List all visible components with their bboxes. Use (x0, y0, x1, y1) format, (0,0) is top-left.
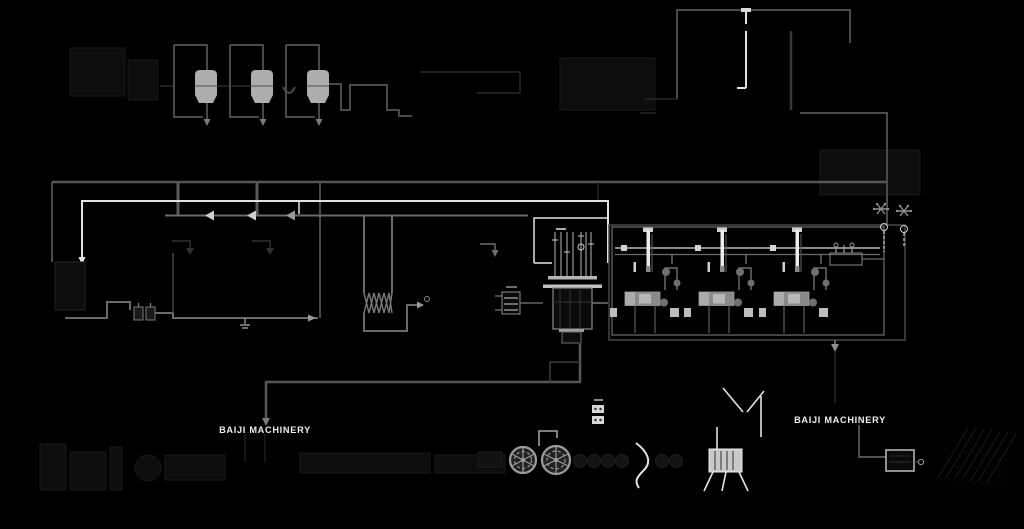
pump-unit-1 (610, 227, 681, 333)
flow-arrow-icon (286, 210, 295, 221)
striped-exchanger (495, 286, 543, 315)
white-loop-lines (78, 200, 609, 265)
nozzle-ticks (552, 235, 594, 253)
feed-tank-3 (285, 44, 329, 126)
instrument-stars (872, 202, 913, 252)
gear-wheel-icon (508, 445, 538, 475)
header-node (695, 245, 701, 251)
flow-arrow-icon (205, 210, 214, 221)
white-pipe (646, 230, 650, 267)
coupling-icon (660, 298, 668, 307)
header-node (770, 245, 776, 251)
drain-line (262, 344, 582, 426)
bottom-left-ghosts (39, 434, 506, 491)
brand-label-right: BAIJI MACHINERY (794, 415, 886, 425)
flow-arrow-icon (417, 301, 424, 309)
feed-tank-2 (229, 44, 273, 126)
white-down-arrow-icon (78, 257, 86, 265)
hopper-box (708, 448, 743, 473)
asterisk-cluster-icon (895, 204, 913, 247)
nozzle-fittings (172, 240, 499, 257)
flow-arrow-icon (308, 314, 316, 322)
twin-valve-icon (133, 303, 156, 321)
reactor-body (552, 287, 593, 330)
pump-unit-2 (684, 227, 755, 333)
hopper-chute (703, 387, 765, 492)
sight-glass-icon (577, 243, 585, 251)
valve-icon (736, 268, 744, 276)
drain-arrow-icon (203, 119, 211, 126)
valve-icon (822, 279, 830, 287)
bottom-flange (559, 329, 584, 332)
valve-icon (811, 268, 819, 276)
left-drain-circuit (54, 253, 318, 329)
ground-symbol-icon (240, 318, 250, 329)
white-pipe (795, 230, 799, 267)
drain-arrow-icon (259, 119, 267, 126)
flange-upper (548, 276, 597, 280)
feed-tank-battery (160, 44, 412, 126)
valve-icon (747, 279, 755, 287)
step-pipe (329, 83, 412, 117)
drain-arrow-icon (262, 418, 270, 426)
vent-cap-icon (741, 8, 751, 12)
drain-arrow-icon (315, 119, 323, 126)
header-node (621, 245, 627, 251)
panel-drain-arrow-icon (831, 344, 839, 352)
pump-unit-3 (759, 227, 830, 333)
u-trap-icon (282, 86, 296, 94)
wheel-bracket (538, 430, 558, 446)
hopper-legs (703, 471, 749, 492)
flange-lower (543, 284, 602, 288)
chute-lines (716, 387, 765, 449)
gear-wheels (477, 430, 572, 476)
valve-icon (662, 268, 670, 276)
flow-arrow-icon (247, 210, 256, 221)
coupling-icon (809, 298, 817, 307)
pump-panel (608, 224, 906, 403)
heater-coil (363, 292, 430, 332)
hose (635, 442, 650, 489)
process-line (165, 210, 528, 293)
main-header-pipe (51, 180, 887, 318)
hatch-ghost (937, 427, 1017, 485)
reactor-internals (553, 288, 592, 329)
panel-outer-frame (608, 224, 906, 341)
gear-wheel-icon (540, 444, 572, 476)
port-icon (917, 458, 925, 466)
asterisk-cluster-icon (872, 202, 890, 252)
coupling-icon (734, 298, 742, 307)
brand-label-left: BAIJI MACHINERY (219, 425, 311, 435)
dark-motor-row (573, 454, 683, 468)
dark-vessel (54, 261, 86, 311)
feed-tank-1 (173, 44, 217, 126)
panel-inner-frame (611, 226, 885, 336)
white-pipe (720, 230, 724, 267)
top-right-piping (640, 8, 888, 225)
transformer-box (858, 425, 925, 472)
panel-side-instrument (829, 242, 884, 266)
flange-stack (592, 399, 604, 424)
valve-icon (673, 279, 681, 287)
bottom-valve-box (561, 331, 582, 344)
riser-joint (743, 24, 749, 31)
ghost-equipment-top (69, 47, 921, 196)
header-drops (176, 182, 259, 215)
outlet-port-icon (424, 296, 430, 302)
reactor-assembly (543, 228, 608, 344)
